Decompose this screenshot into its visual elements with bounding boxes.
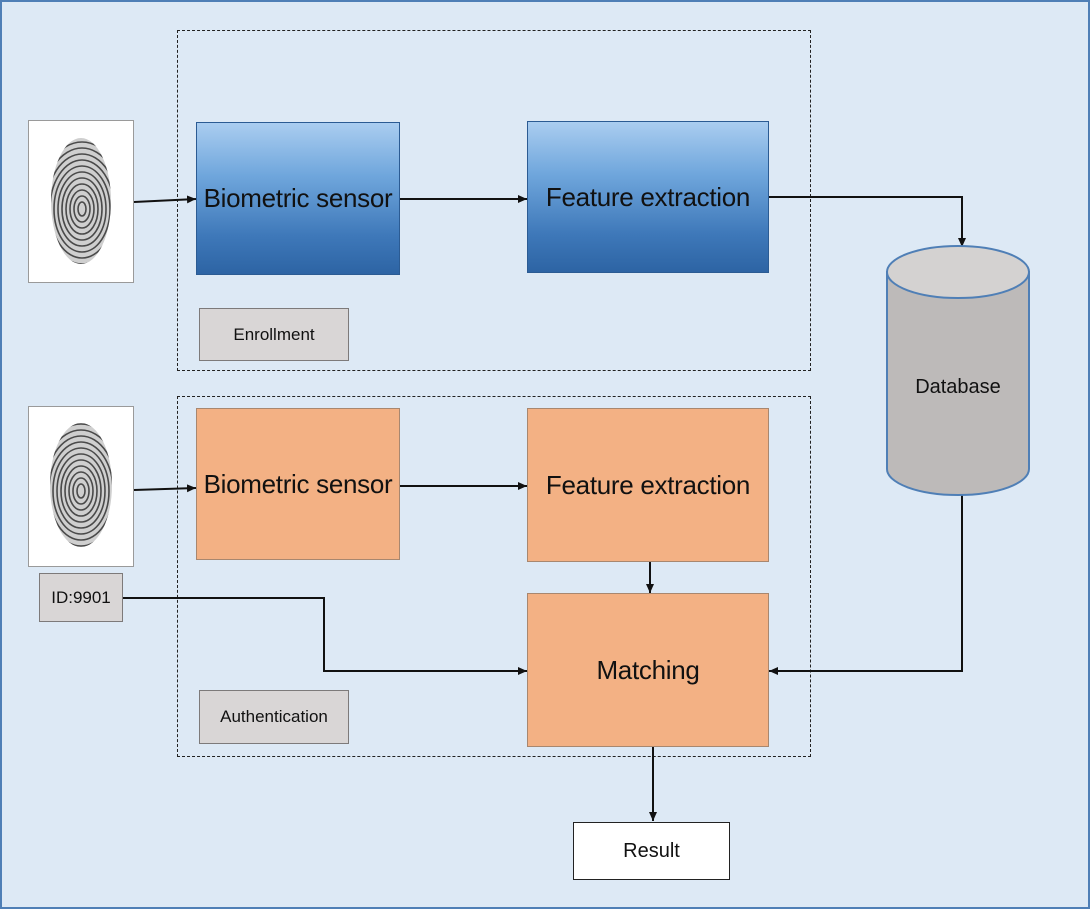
authentication-tag: Authentication (199, 690, 349, 744)
user-id-tag: ID:9901 (39, 573, 123, 622)
enrollment-feature-extraction-box: Feature extraction (527, 121, 769, 273)
user-id-label: ID:9901 (51, 587, 111, 607)
enrollment-feature-extraction-label: Feature extraction (545, 181, 751, 212)
authentication-frame (177, 396, 811, 757)
fingerprint-image-enrollment (28, 120, 134, 283)
matching-label: Matching (596, 654, 700, 685)
enrollment-biometric-sensor-label: Biometric sensor (203, 183, 393, 213)
fingerprint-image-authentication (28, 406, 134, 567)
enrollment-tag: Enrollment (199, 308, 349, 361)
enrollment-tag-label: Enrollment (233, 324, 315, 344)
authentication-tag-label: Authentication (220, 707, 328, 726)
fingerprint-icon (51, 138, 111, 264)
result-label: Result (623, 839, 680, 862)
database-cylinder-icon (886, 245, 1030, 496)
authentication-biometric-sensor-label: Biometric sensor (203, 468, 393, 499)
authentication-feature-extraction-label: Feature extraction (545, 469, 751, 500)
enrollment-biometric-sensor-box: Biometric sensor (196, 122, 400, 275)
fingerprint-icon (50, 423, 112, 547)
arrow-extraction-to-database (769, 196, 966, 247)
authentication-feature-extraction-box: Feature extraction (527, 408, 769, 562)
database-label: Database (915, 376, 1001, 398)
authentication-biometric-sensor-box: Biometric sensor (196, 408, 400, 560)
arrow-database-to-matching (769, 487, 963, 675)
arrow-fingerprint-to-auth-sensor (133, 484, 197, 493)
result-box: Result (573, 822, 730, 880)
matching-box: Matching (527, 593, 769, 747)
arrow-id-to-matching (123, 597, 527, 675)
arrow-fingerprint-to-enroll-sensor (133, 195, 197, 204)
